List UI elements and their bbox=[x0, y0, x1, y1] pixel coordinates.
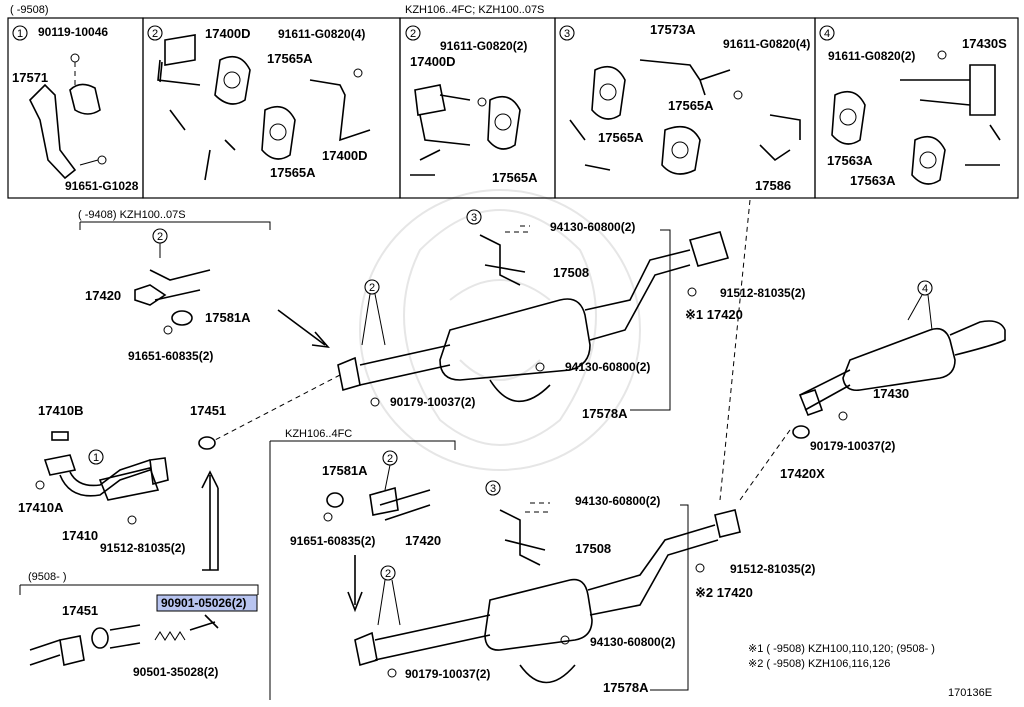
label-91611-g0820-2-b: 91611-G0820(2) bbox=[440, 39, 527, 53]
label-17508-b: 17508 bbox=[575, 541, 611, 556]
arrow-upper-right bbox=[277, 309, 330, 349]
gasket-spring-drawing bbox=[29, 614, 219, 666]
label-94130-60800-a: 94130-60800(2) bbox=[550, 220, 635, 234]
label-91512-81035-b: 91512-81035(2) bbox=[100, 541, 185, 555]
label-90179-10037-b: 90179-10037(2) bbox=[810, 439, 895, 453]
box2-drawing: 2 bbox=[147, 25, 371, 181]
label-17420-main2: ※2 17420 bbox=[695, 585, 753, 600]
label-90501-35028: 90501-35028(2) bbox=[133, 665, 218, 679]
svg-text:3: 3 bbox=[564, 28, 570, 40]
svg-text:2: 2 bbox=[152, 28, 158, 40]
svg-text:4: 4 bbox=[824, 28, 830, 40]
label-90119-10046: 90119-10046 bbox=[38, 25, 108, 39]
label-17565a-a: 17565A bbox=[267, 51, 313, 66]
note-1: ※1 ( -9508) KZH100,110,120; (9508- ) bbox=[748, 643, 935, 655]
header-mid-left: ( -9408) KZH100..07S bbox=[78, 209, 186, 221]
label-91651-60835-a: 91651-60835(2) bbox=[128, 349, 213, 363]
label-17400d-a: 17400D bbox=[205, 26, 251, 41]
svg-text:2: 2 bbox=[410, 28, 416, 40]
label-17410: 17410 bbox=[62, 528, 98, 543]
label-17410b: 17410B bbox=[38, 403, 84, 418]
label-91512-81035-c: 91512-81035(2) bbox=[730, 562, 815, 576]
arrow-down bbox=[347, 555, 363, 613]
svg-text:2: 2 bbox=[157, 231, 163, 243]
label-17430s: 17430S bbox=[962, 36, 1007, 51]
label-91651-g1028: 91651-G1028 bbox=[65, 179, 139, 193]
label-94130-60800-b: 94130-60800(2) bbox=[565, 360, 650, 374]
label-17508-a: 17508 bbox=[553, 265, 589, 280]
label-91611-g0820-2-d: 91611-G0820(2) bbox=[828, 49, 915, 63]
label-17565a-d: 17565A bbox=[598, 130, 644, 145]
label-17565a-e: 17565A bbox=[668, 98, 714, 113]
svg-text:3: 3 bbox=[490, 483, 496, 495]
label-17400d-c: 17400D bbox=[410, 54, 456, 69]
header-top-left: ( -9508) bbox=[10, 4, 49, 16]
dashed-link-left bbox=[214, 374, 341, 441]
main-muffler-lower-drawing: 2 3 bbox=[354, 480, 741, 684]
svg-text:3: 3 bbox=[471, 212, 477, 224]
label-90179-10037-c: 90179-10037(2) bbox=[405, 667, 490, 681]
label-91651-60835-b: 91651-60835(2) bbox=[290, 534, 375, 548]
label-17420-b: 17420 bbox=[405, 533, 441, 548]
box1-drawing: 1 bbox=[12, 25, 107, 180]
label-17563a-b: 17563A bbox=[850, 173, 896, 188]
label-94130-60800-d: 94130-60800(2) bbox=[590, 635, 675, 649]
header-bottom-left: (9508- ) bbox=[28, 571, 67, 583]
label-17578a-b: 17578A bbox=[603, 680, 649, 695]
label-90179-10037-a: 90179-10037(2) bbox=[390, 395, 475, 409]
label-17430: 17430 bbox=[873, 386, 909, 401]
label-91611-g0820-4-a: 91611-G0820(4) bbox=[278, 27, 365, 41]
main-muffler-upper-drawing: 2 3 bbox=[337, 209, 730, 407]
box3-drawing: 3 bbox=[559, 25, 801, 175]
label-17400d-b: 17400D bbox=[322, 148, 368, 163]
note-2: ※2 ( -9508) KZH106,116,126 bbox=[748, 658, 890, 670]
svg-text:2: 2 bbox=[369, 282, 375, 294]
svg-text:2: 2 bbox=[387, 453, 393, 465]
leader-lower-right bbox=[650, 504, 689, 691]
header-lower-mid: KZH106..4FC bbox=[285, 428, 352, 440]
front-pipe-drawing: 1 bbox=[35, 431, 216, 525]
svg-text:1: 1 bbox=[17, 28, 23, 40]
label-17420-a: 17420 bbox=[85, 288, 121, 303]
label-17571: 17571 bbox=[12, 70, 48, 85]
label-17573a: 17573A bbox=[650, 22, 696, 37]
leader-upper-right bbox=[630, 229, 671, 411]
top-boxes bbox=[7, 17, 1019, 199]
bracket-mid-left bbox=[79, 221, 271, 230]
box2b-drawing: 2 bbox=[405, 25, 521, 176]
label-17420-main1: ※1 17420 bbox=[685, 307, 743, 322]
label-94130-60800-c: 94130-60800(2) bbox=[575, 494, 660, 508]
svg-text:4: 4 bbox=[922, 283, 928, 295]
highlight-90901-05026[interactable] bbox=[156, 594, 258, 612]
svg-text:1: 1 bbox=[93, 452, 99, 464]
label-17581a-b: 17581A bbox=[322, 463, 368, 478]
arrow-up bbox=[201, 470, 219, 571]
label-17578a-a: 17578A bbox=[582, 406, 628, 421]
label-91611-g0820-4-c: 91611-G0820(4) bbox=[723, 37, 810, 51]
label-17581a-a: 17581A bbox=[205, 310, 251, 325]
dashed-link-tail bbox=[739, 429, 791, 501]
tail-muffler-drawing: 4 bbox=[792, 280, 1006, 439]
label-17420x: 17420X bbox=[780, 466, 825, 481]
front-pipe-upper-drawing: 2 bbox=[134, 228, 211, 335]
label-17565a-c: 17565A bbox=[492, 170, 538, 185]
label-17563a-a: 17563A bbox=[827, 153, 873, 168]
label-90901-05026[interactable]: 90901-05026(2) bbox=[161, 596, 246, 610]
svg-text:2: 2 bbox=[385, 568, 391, 580]
lower-front-pipe-drawing: 2 bbox=[323, 450, 431, 522]
header-top-mid: KZH106..4FC; KZH100..07S bbox=[405, 4, 544, 16]
label-17451-b: 17451 bbox=[62, 603, 98, 618]
label-17565a-b: 17565A bbox=[270, 165, 316, 180]
watermark-logo bbox=[359, 189, 641, 471]
label-17586: 17586 bbox=[755, 178, 791, 193]
label-17410a: 17410A bbox=[18, 500, 64, 515]
bracket-bottom-left bbox=[19, 584, 259, 595]
bracket-lower-mid bbox=[269, 440, 456, 700]
label-17451-a: 17451 bbox=[190, 403, 226, 418]
diagram-id: 170136E bbox=[948, 687, 992, 699]
label-91512-81035-a: 91512-81035(2) bbox=[720, 286, 805, 300]
box4-drawing: 4 bbox=[819, 25, 1001, 185]
